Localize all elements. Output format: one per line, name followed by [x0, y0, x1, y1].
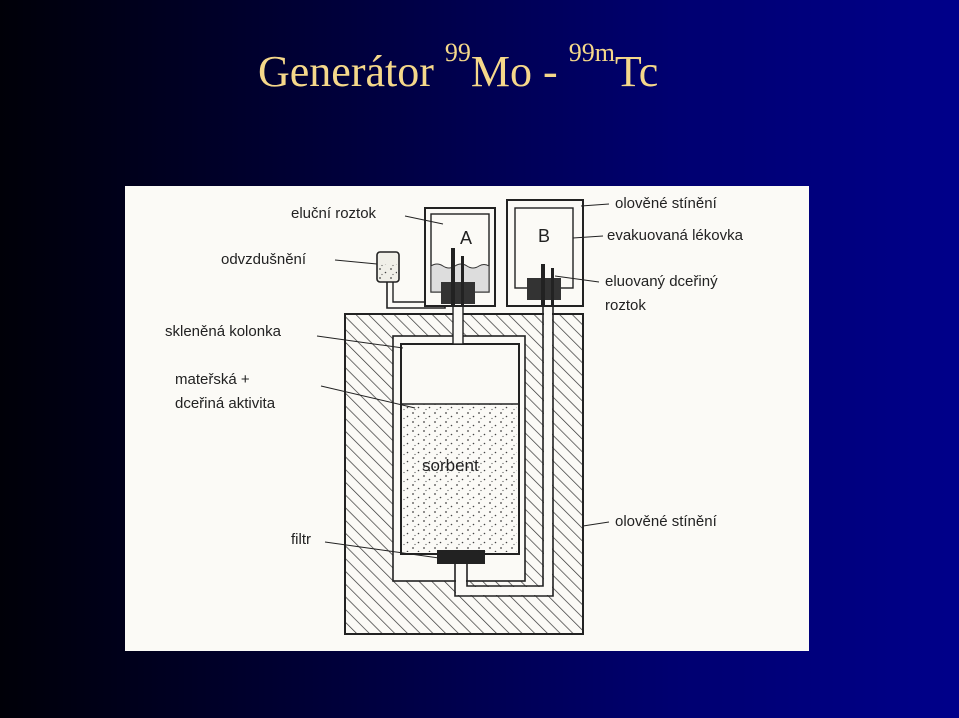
title-text-end: Tc: [614, 47, 659, 96]
label-eluovany-line2: roztok: [605, 297, 646, 314]
leader-eluovany: [554, 275, 600, 283]
outlet-channel-inner: [466, 256, 544, 587]
label-sklenena-kolonka: skleněná kolonka: [165, 323, 282, 340]
label-materska-line2: dceřiná aktivita: [175, 395, 276, 412]
vial-b-needle: [541, 264, 545, 306]
vial-a-stopper: [441, 282, 475, 304]
leader-materska: [320, 385, 416, 409]
vial-a-needle: [451, 248, 455, 306]
leader-filtr: [324, 541, 440, 559]
sorbent-label: sorbent: [422, 456, 479, 475]
outlet-channel: [454, 256, 554, 597]
title-text-main: Generátor: [258, 47, 445, 96]
leader-elucni: [404, 215, 444, 225]
label-elucni-roztok: eluční roztok: [291, 205, 377, 222]
generator-diagram-svg: A B sorbent eluční roztok odvzdušnění sk…: [165, 195, 744, 635]
label-eluovany-line1: eluovaný dceřiný: [605, 273, 718, 290]
label-evakuovana-lekovka: evakuovaná lékovka: [607, 227, 744, 244]
title-superscript-99m: 99m: [568, 38, 615, 67]
sorbent-fill: [403, 404, 517, 552]
vent-filter-fill: [379, 264, 397, 280]
leader-kolonka: [316, 335, 404, 349]
generator-diagram: A B sorbent eluční roztok odvzdušnění sk…: [125, 186, 809, 651]
label-materska-line1: mateřská +: [175, 371, 250, 388]
label-odvzdusneni: odvzdušnění: [221, 251, 307, 268]
leader-evakuovana: [572, 235, 604, 239]
label-filtr: filtr: [291, 531, 311, 548]
slide-title: Generátor 99Mo - 99mTc: [258, 40, 659, 98]
title-text-mid: Mo -: [470, 47, 569, 96]
title-superscript-99: 99: [444, 38, 471, 67]
vial-b-needle-2: [551, 268, 554, 306]
label-olovene-stineni-top: olověné stínění: [615, 195, 718, 212]
leader-odvzdusneni: [334, 259, 378, 265]
leader-olovene-bottom: [582, 521, 610, 527]
vial-b-label: B: [538, 226, 550, 246]
filter-block: [437, 550, 485, 564]
vial-a-needle-2: [461, 256, 464, 306]
vial-a-label: A: [460, 228, 472, 248]
leader-olovene-top: [580, 203, 610, 207]
label-olovene-stineni-bottom: olověné stínění: [615, 513, 718, 530]
